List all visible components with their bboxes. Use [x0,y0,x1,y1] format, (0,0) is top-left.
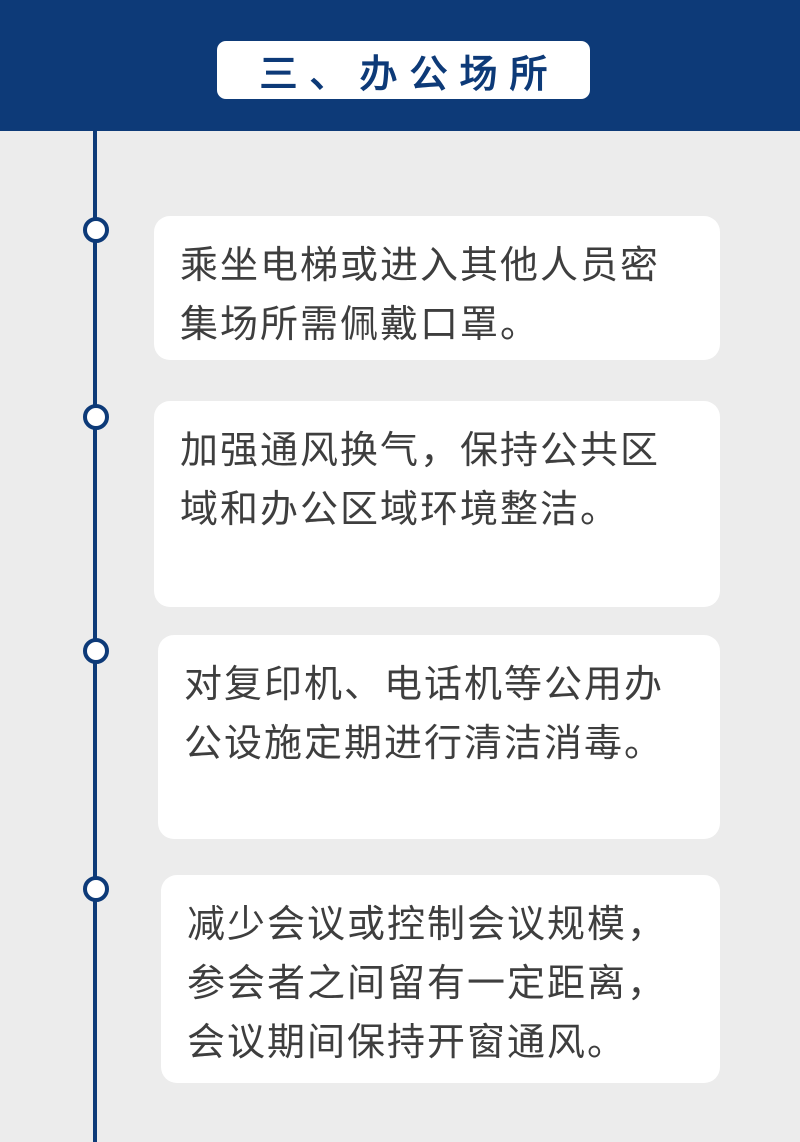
tip-text: 乘坐电梯或进入其他人员密集场所需佩戴口罩。 [180,243,661,346]
timeline-line [93,131,97,1142]
timeline-dot-icon [83,638,109,664]
header-banner: 三、办公场所 [0,0,800,131]
section-title: 三、办公场所 [217,41,590,99]
tip-text: 对复印机、电话机等公用办公设施定期进行清洁消毒。 [184,662,665,765]
tip-text: 加强通风换气，保持公共区域和办公区域环境整洁。 [180,428,661,531]
timeline-dot-icon [83,876,109,902]
tip-card-2: 加强通风换气，保持公共区域和办公区域环境整洁。 [154,401,720,607]
tip-card-3: 对复印机、电话机等公用办公设施定期进行清洁消毒。 [158,635,720,839]
tip-card-4: 减少会议或控制会议规模，参会者之间留有一定距离，会议期间保持开窗通风。 [161,875,720,1083]
timeline-dot-icon [83,217,109,243]
tip-card-1: 乘坐电梯或进入其他人员密集场所需佩戴口罩。 [154,216,720,360]
timeline-dot-icon [83,404,109,430]
tip-text: 减少会议或控制会议规模，参会者之间留有一定距离，会议期间保持开窗通风。 [187,902,668,1064]
